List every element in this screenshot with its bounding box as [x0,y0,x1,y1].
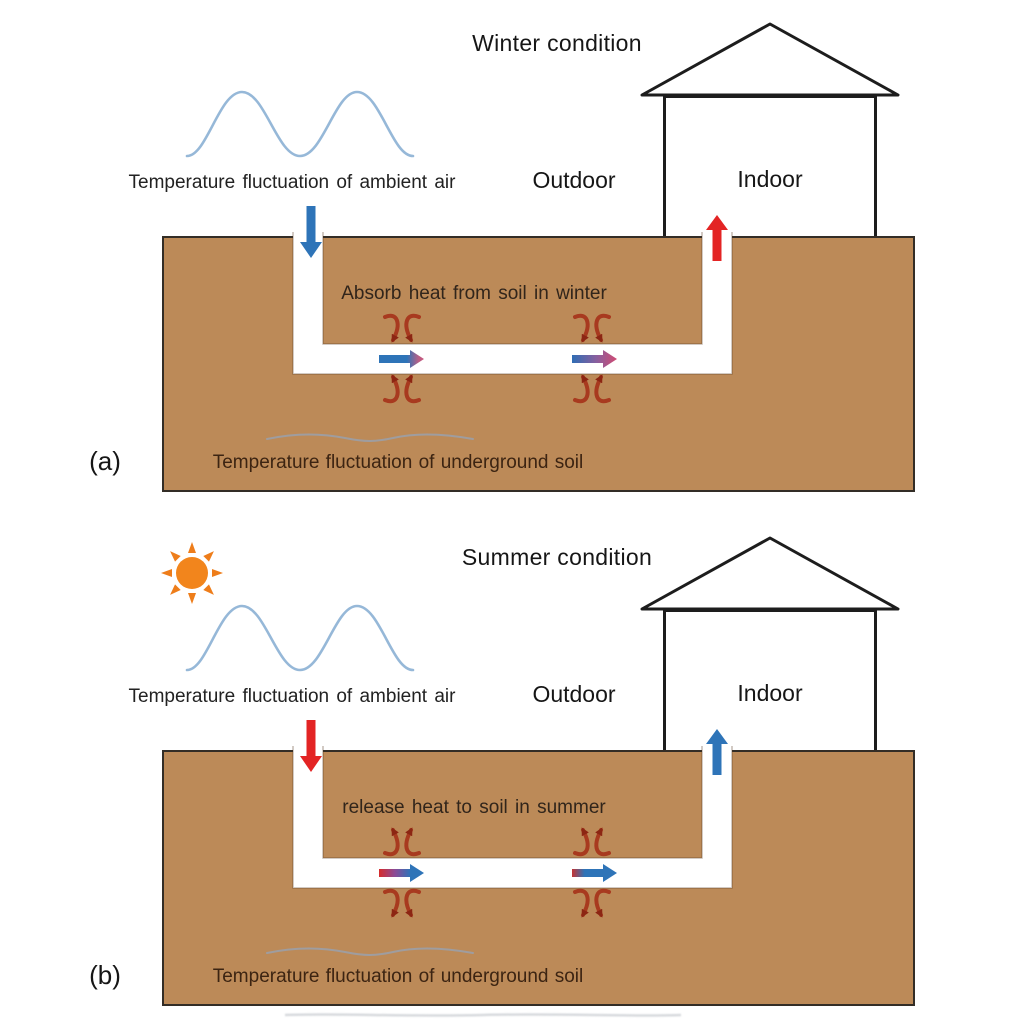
underground-temperature-wave-icon [266,433,474,442]
faint-bottom-smudge [284,1013,682,1017]
panel-winter: Winter condition Outdoor Indoor Temperat… [89,22,915,492]
ambient-temperature-wave-icon [185,604,415,672]
heat-out-of-pipe-arrows-icon [383,888,421,918]
panel-title: Winter condition [472,30,642,56]
house-roof [640,536,900,611]
panel-label: (b) [89,960,121,990]
buried-air-pipe [292,746,733,889]
panel-label: (a) [89,446,121,476]
underground-temperature-wave-icon [266,947,474,956]
airflow-cooling-arrow-icon [572,864,617,882]
cool-air-outlet-arrow-icon [706,729,728,775]
ambient-temperature-wave-icon [185,90,415,158]
heat-out-of-pipe-arrows-icon [573,888,611,918]
ambient-caption: Temperature fluctuation of ambient air [128,172,456,193]
airflow-warming-arrow-icon [572,350,617,368]
panel-title: Summer condition [461,544,653,570]
heat-into-pipe-arrows-icon [383,374,421,404]
cold-air-inlet-arrow-icon [300,206,322,258]
underground-caption: Temperature fluctuation of underground s… [212,452,584,473]
buried-air-pipe [292,232,733,375]
heat-out-of-pipe-arrows-icon [383,827,421,857]
heat-into-pipe-arrows-icon [573,374,611,404]
indoor-label: Indoor [737,680,803,706]
hot-air-inlet-arrow-icon [300,720,322,772]
pipe-caption: release heat to soil in summer [342,797,606,818]
airflow-warming-arrow-icon [379,350,424,368]
house-walls [663,609,877,750]
pipe-caption: Absorb heat from soil in winter [341,283,607,304]
panel-summer: Summer condition Outdoor Indoor Temperat… [0,514,1024,1024]
ambient-caption: Temperature fluctuation of ambient air [128,686,456,707]
indoor-label: Indoor [737,166,803,192]
airflow-cooling-arrow-icon [379,864,424,882]
sun-icon [161,542,223,604]
house-walls [663,95,877,236]
house-roof [640,22,900,97]
heat-out-of-pipe-arrows-icon [573,827,611,857]
outdoor-label: Outdoor [532,681,616,707]
underground-caption: Temperature fluctuation of underground s… [212,966,584,987]
heat-into-pipe-arrows-icon [383,313,421,343]
warm-air-outlet-arrow-icon [706,215,728,261]
outdoor-label: Outdoor [532,167,616,193]
heat-into-pipe-arrows-icon [573,313,611,343]
